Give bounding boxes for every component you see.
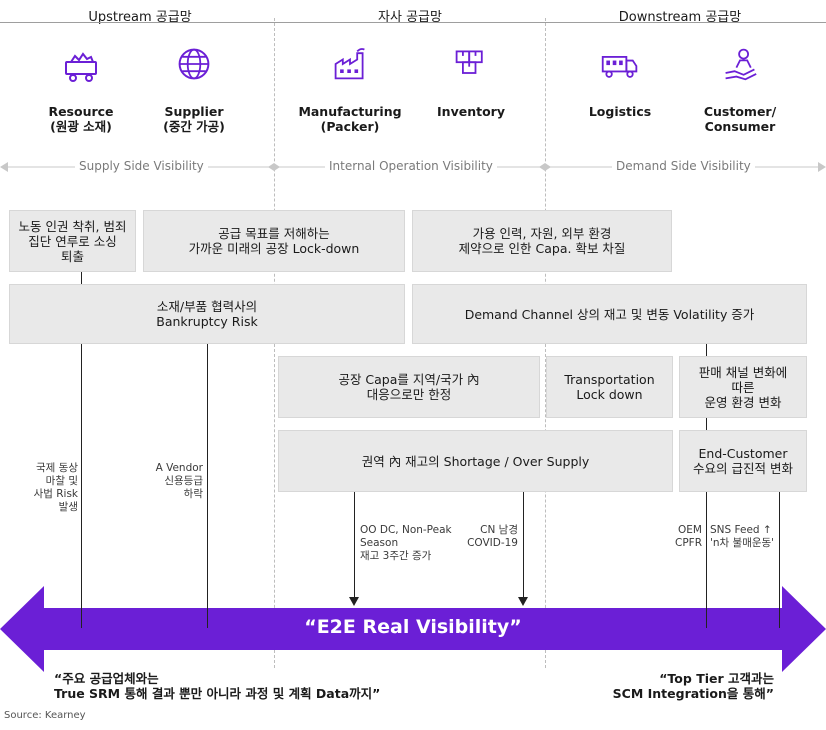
quote-left: “주요 공급업체와는 True SRM 통해 결과 뿐만 아니라 과정 및 계획… bbox=[54, 671, 381, 701]
upstream-header: Upstream 공급망 bbox=[88, 10, 192, 25]
note-covid: CN 남경 COVID-19 bbox=[467, 524, 518, 549]
note-trade-friction: 국제 동상 마찰 및 사법 Risk 발생 bbox=[33, 462, 78, 513]
demand-visibility-label: Demand Side Visibility bbox=[612, 159, 755, 173]
risk-box-regional-capa: 공장 Capa를 지역/국가 內 대응으로만 한정 bbox=[278, 356, 540, 418]
node-label-supplier: Supplier (중간 가공) bbox=[163, 104, 225, 134]
truck-icon bbox=[601, 56, 638, 78]
note-oem-cpfr: OEM CPFR bbox=[675, 524, 702, 549]
globe-icon bbox=[178, 48, 210, 80]
connector-line bbox=[207, 344, 208, 627]
connector-line bbox=[706, 344, 707, 356]
connector-line bbox=[81, 608, 82, 628]
e2e-visibility-banner bbox=[0, 586, 826, 672]
risk-box-labor: 노동 인권 착취, 범죄 집단 연루로 소싱 퇴출 bbox=[9, 210, 136, 272]
risk-box-volatility: Demand Channel 상의 재고 및 변동 Volatility 증가 bbox=[412, 284, 807, 344]
risk-box-bankruptcy: 소재/부품 협력사의 Bankruptcy Risk bbox=[9, 284, 405, 344]
node-label-logistics: Logistics bbox=[588, 104, 652, 119]
connector-line bbox=[706, 492, 707, 627]
connector-line bbox=[523, 492, 524, 598]
risk-box-end-customer: End-Customer 수요의 급진적 변화 bbox=[679, 430, 807, 492]
connector-line bbox=[779, 608, 780, 628]
node-label-inventory: Inventory bbox=[437, 104, 505, 119]
node-label-resource: Resource (원광 소재) bbox=[48, 104, 114, 134]
risk-box-capa: 가용 인력, 자원, 외부 환경 제약으로 인한 Capa. 확보 차질 bbox=[412, 210, 672, 272]
connector-line bbox=[706, 418, 707, 430]
internal-header: 자사 공급망 bbox=[378, 10, 442, 25]
risk-box-transportation: Transportation Lock down bbox=[546, 356, 673, 418]
node-label-customer: Customer/ Consumer bbox=[703, 104, 777, 134]
downstream-header: Downstream 공급망 bbox=[618, 10, 742, 25]
connector-line bbox=[354, 492, 355, 598]
note-sns-feed: SNS Feed ↑ 'n차 불매운동' bbox=[710, 524, 775, 549]
risk-box-channel-change: 판매 채널 변화에 따른 운영 환경 변화 bbox=[679, 356, 807, 418]
internal-visibility-label: Internal Operation Visibility bbox=[325, 159, 497, 173]
supply-visibility-label: Supply Side Visibility bbox=[75, 159, 208, 173]
note-dc-inventory: OO DC, Non-Peak Season 재고 3주간 증가 bbox=[360, 524, 452, 562]
arrowhead bbox=[349, 597, 359, 606]
factory-icon bbox=[334, 48, 365, 80]
arrowhead bbox=[518, 597, 528, 606]
mining-cart-icon bbox=[65, 52, 97, 82]
quote-right: “Top Tier 고객과는 SCM Integration을 통해” bbox=[612, 671, 774, 701]
customer-icon bbox=[725, 48, 757, 81]
node-label-manufacturing: Manufacturing (Packer) bbox=[298, 104, 402, 134]
connector-line bbox=[779, 492, 780, 627]
e2e-visibility-text: “E2E Real Visibility” bbox=[304, 616, 522, 638]
connector-line bbox=[81, 344, 82, 627]
risk-box-shortage: 권역 內 재고의 Shortage / Over Supply bbox=[278, 430, 673, 492]
boxes-icon bbox=[455, 50, 483, 74]
note-vendor-credit: A Vendor 신용등급 하락 bbox=[155, 462, 203, 500]
connector-line bbox=[207, 608, 208, 628]
header-rule bbox=[0, 22, 826, 23]
connector-line bbox=[81, 272, 82, 284]
connector-line bbox=[706, 608, 707, 628]
risk-box-lockdown: 공급 목표를 저해하는 가까운 미래의 공장 Lock-down bbox=[143, 210, 405, 272]
source-note: Source: Kearney bbox=[4, 710, 86, 721]
